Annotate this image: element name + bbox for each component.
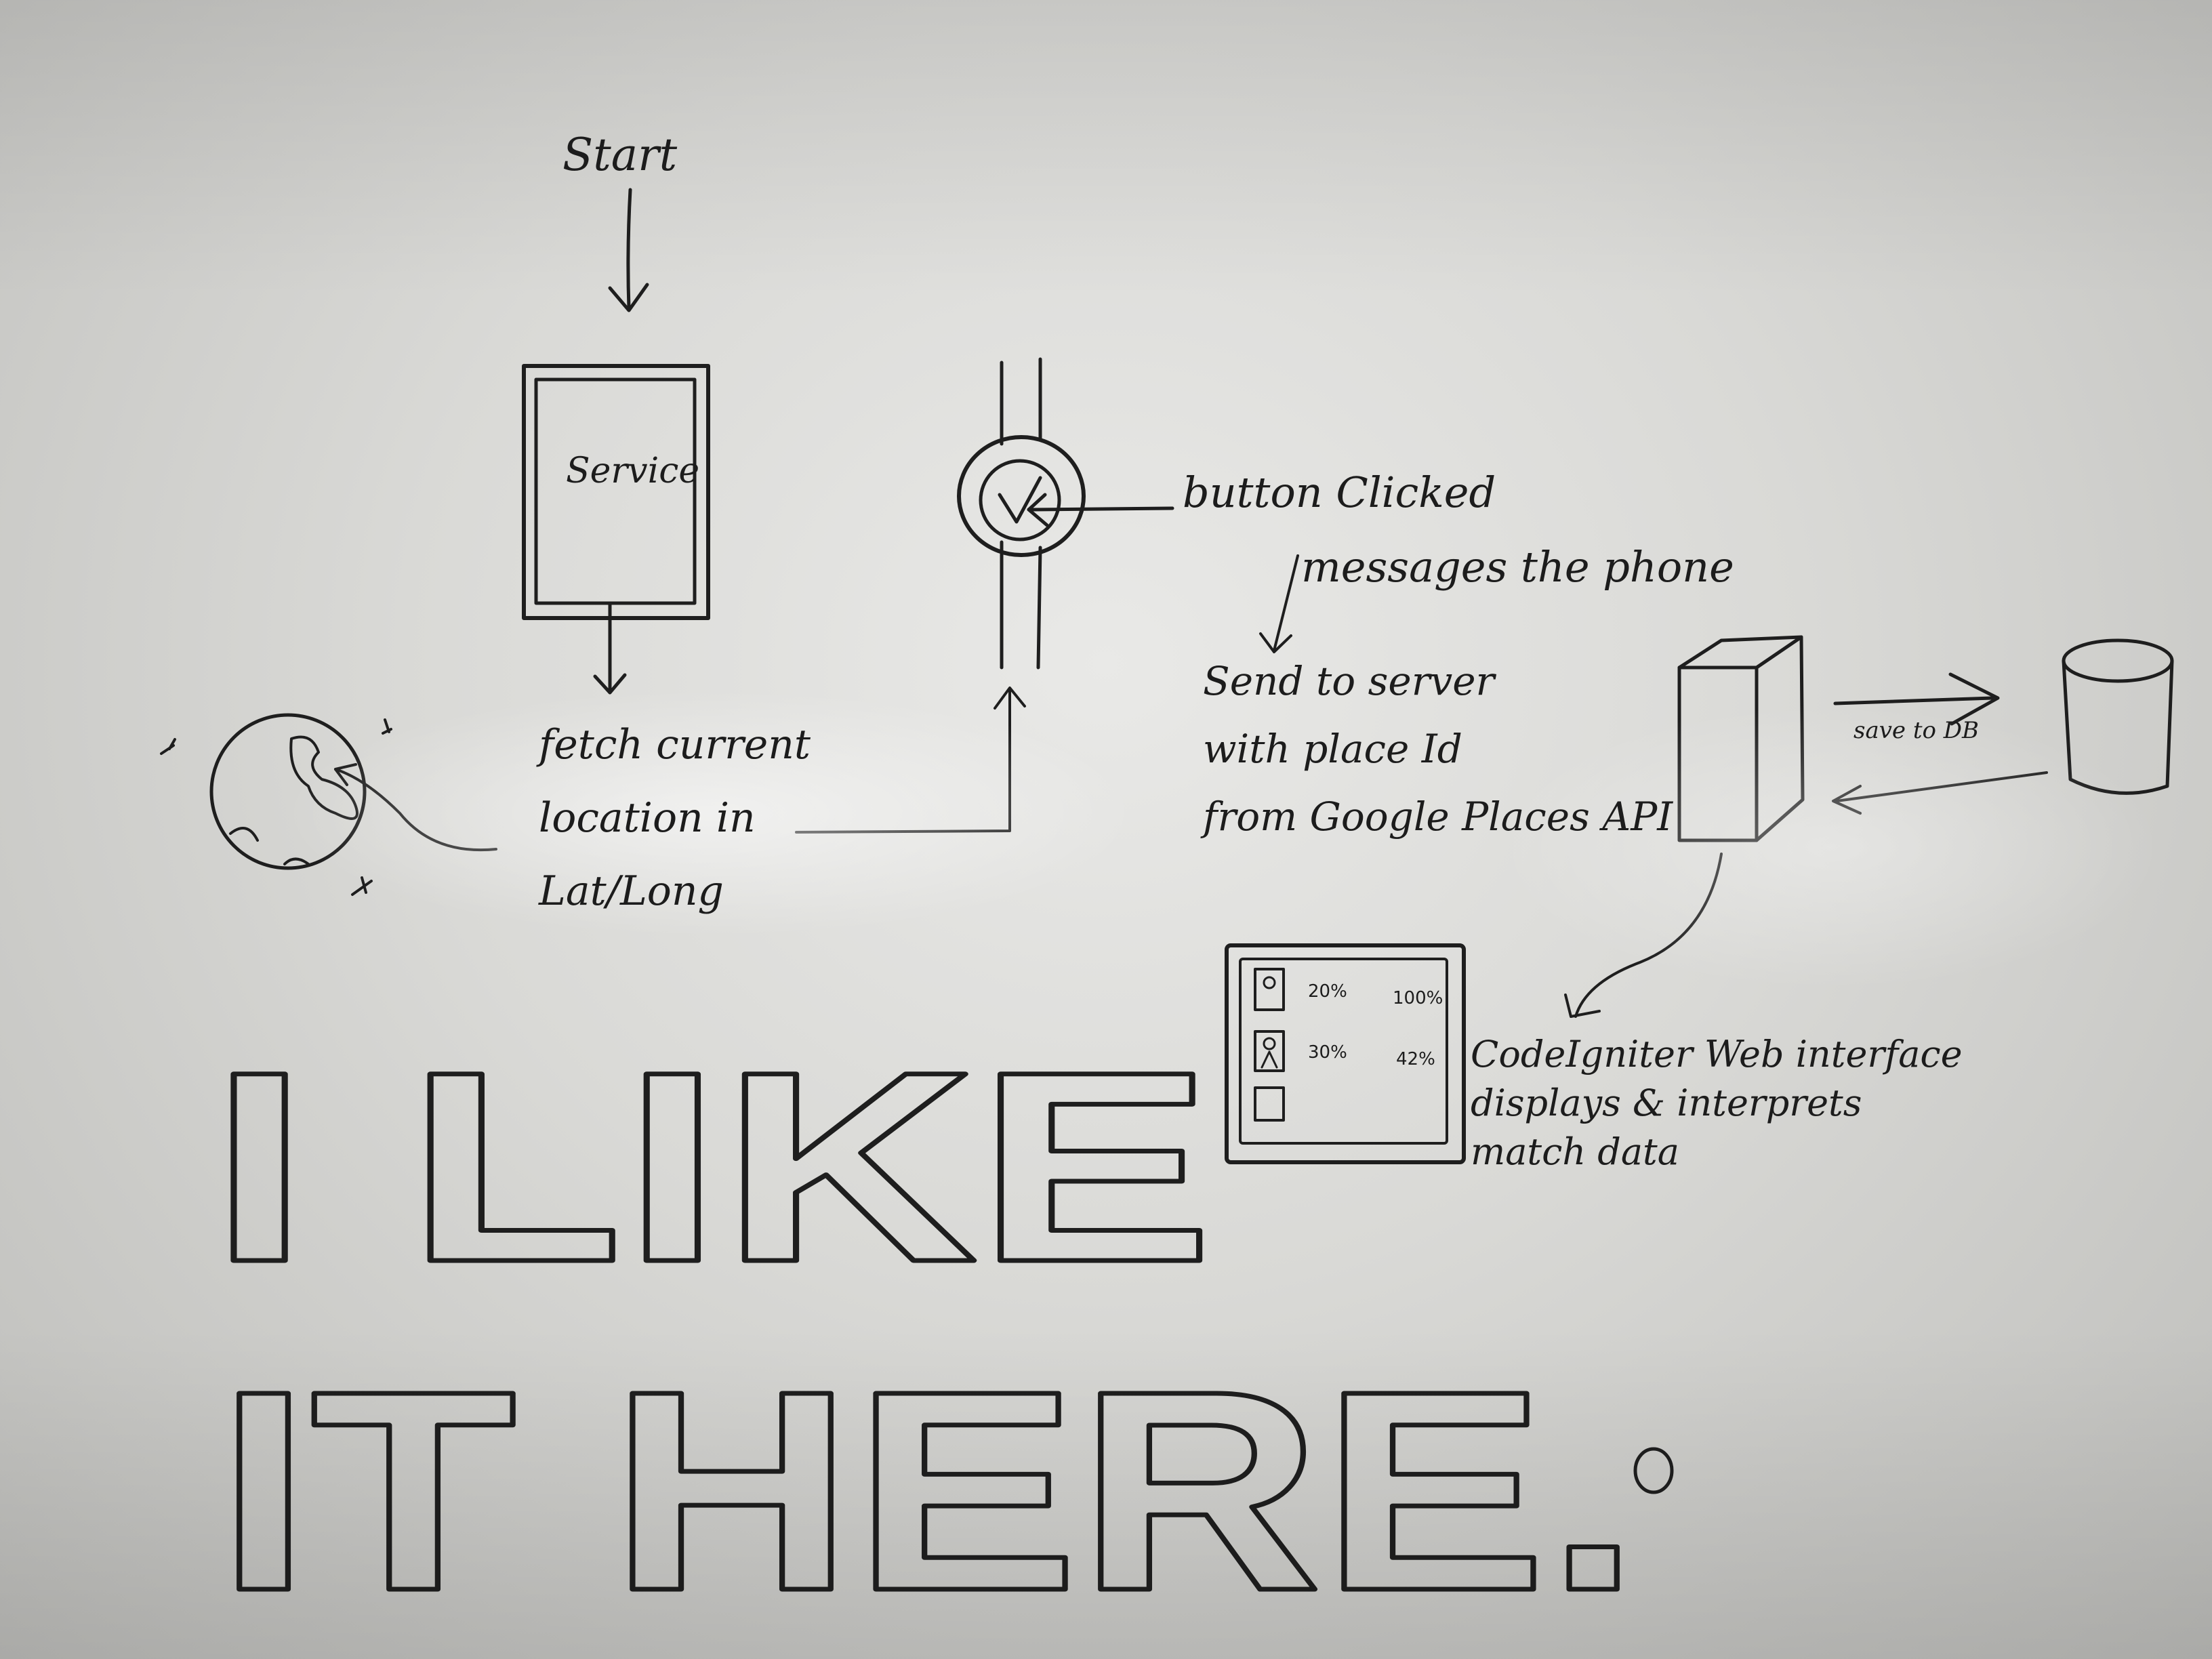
- service-label: Service: [566, 451, 700, 491]
- save-to-db-label: save to DB: [1853, 717, 1980, 744]
- send-line-1: Send to server: [1203, 658, 1495, 704]
- send-to-server-text: Send to server with place Id from Google…: [1203, 647, 1673, 851]
- ci-line-2: displays & interprets: [1471, 1082, 1862, 1124]
- send-line-3: from Google Places API: [1203, 794, 1673, 840]
- fetch-line-1: fetch current: [539, 721, 811, 769]
- row1-right-value: 100%: [1393, 988, 1443, 1008]
- slogan-line2: IT HERE.: [217, 1332, 1640, 1650]
- ci-line-1: CodeIgniter Web interface: [1471, 1033, 1963, 1076]
- row2-left-value: 30%: [1308, 1042, 1347, 1063]
- fetch-line-2: location in: [539, 794, 756, 842]
- fetch-line-3: Lat/Long: [539, 867, 724, 915]
- send-line-2: with place Id: [1203, 726, 1462, 772]
- button-clicked-label: button Clicked: [1183, 468, 1496, 517]
- messages-label: messages the phone: [1301, 542, 1734, 592]
- web-interface-text: CodeIgniter Web interface displays & int…: [1471, 1030, 1963, 1176]
- row2-right-value: 42%: [1396, 1049, 1435, 1069]
- ci-line-3: match data: [1471, 1130, 1679, 1173]
- start-label: Start: [562, 129, 678, 181]
- fetch-location-text: fetch current location in Lat/Long: [539, 708, 811, 928]
- slogan-line1: I LIKE: [210, 1015, 1213, 1318]
- row1-left-value: 20%: [1308, 981, 1347, 1002]
